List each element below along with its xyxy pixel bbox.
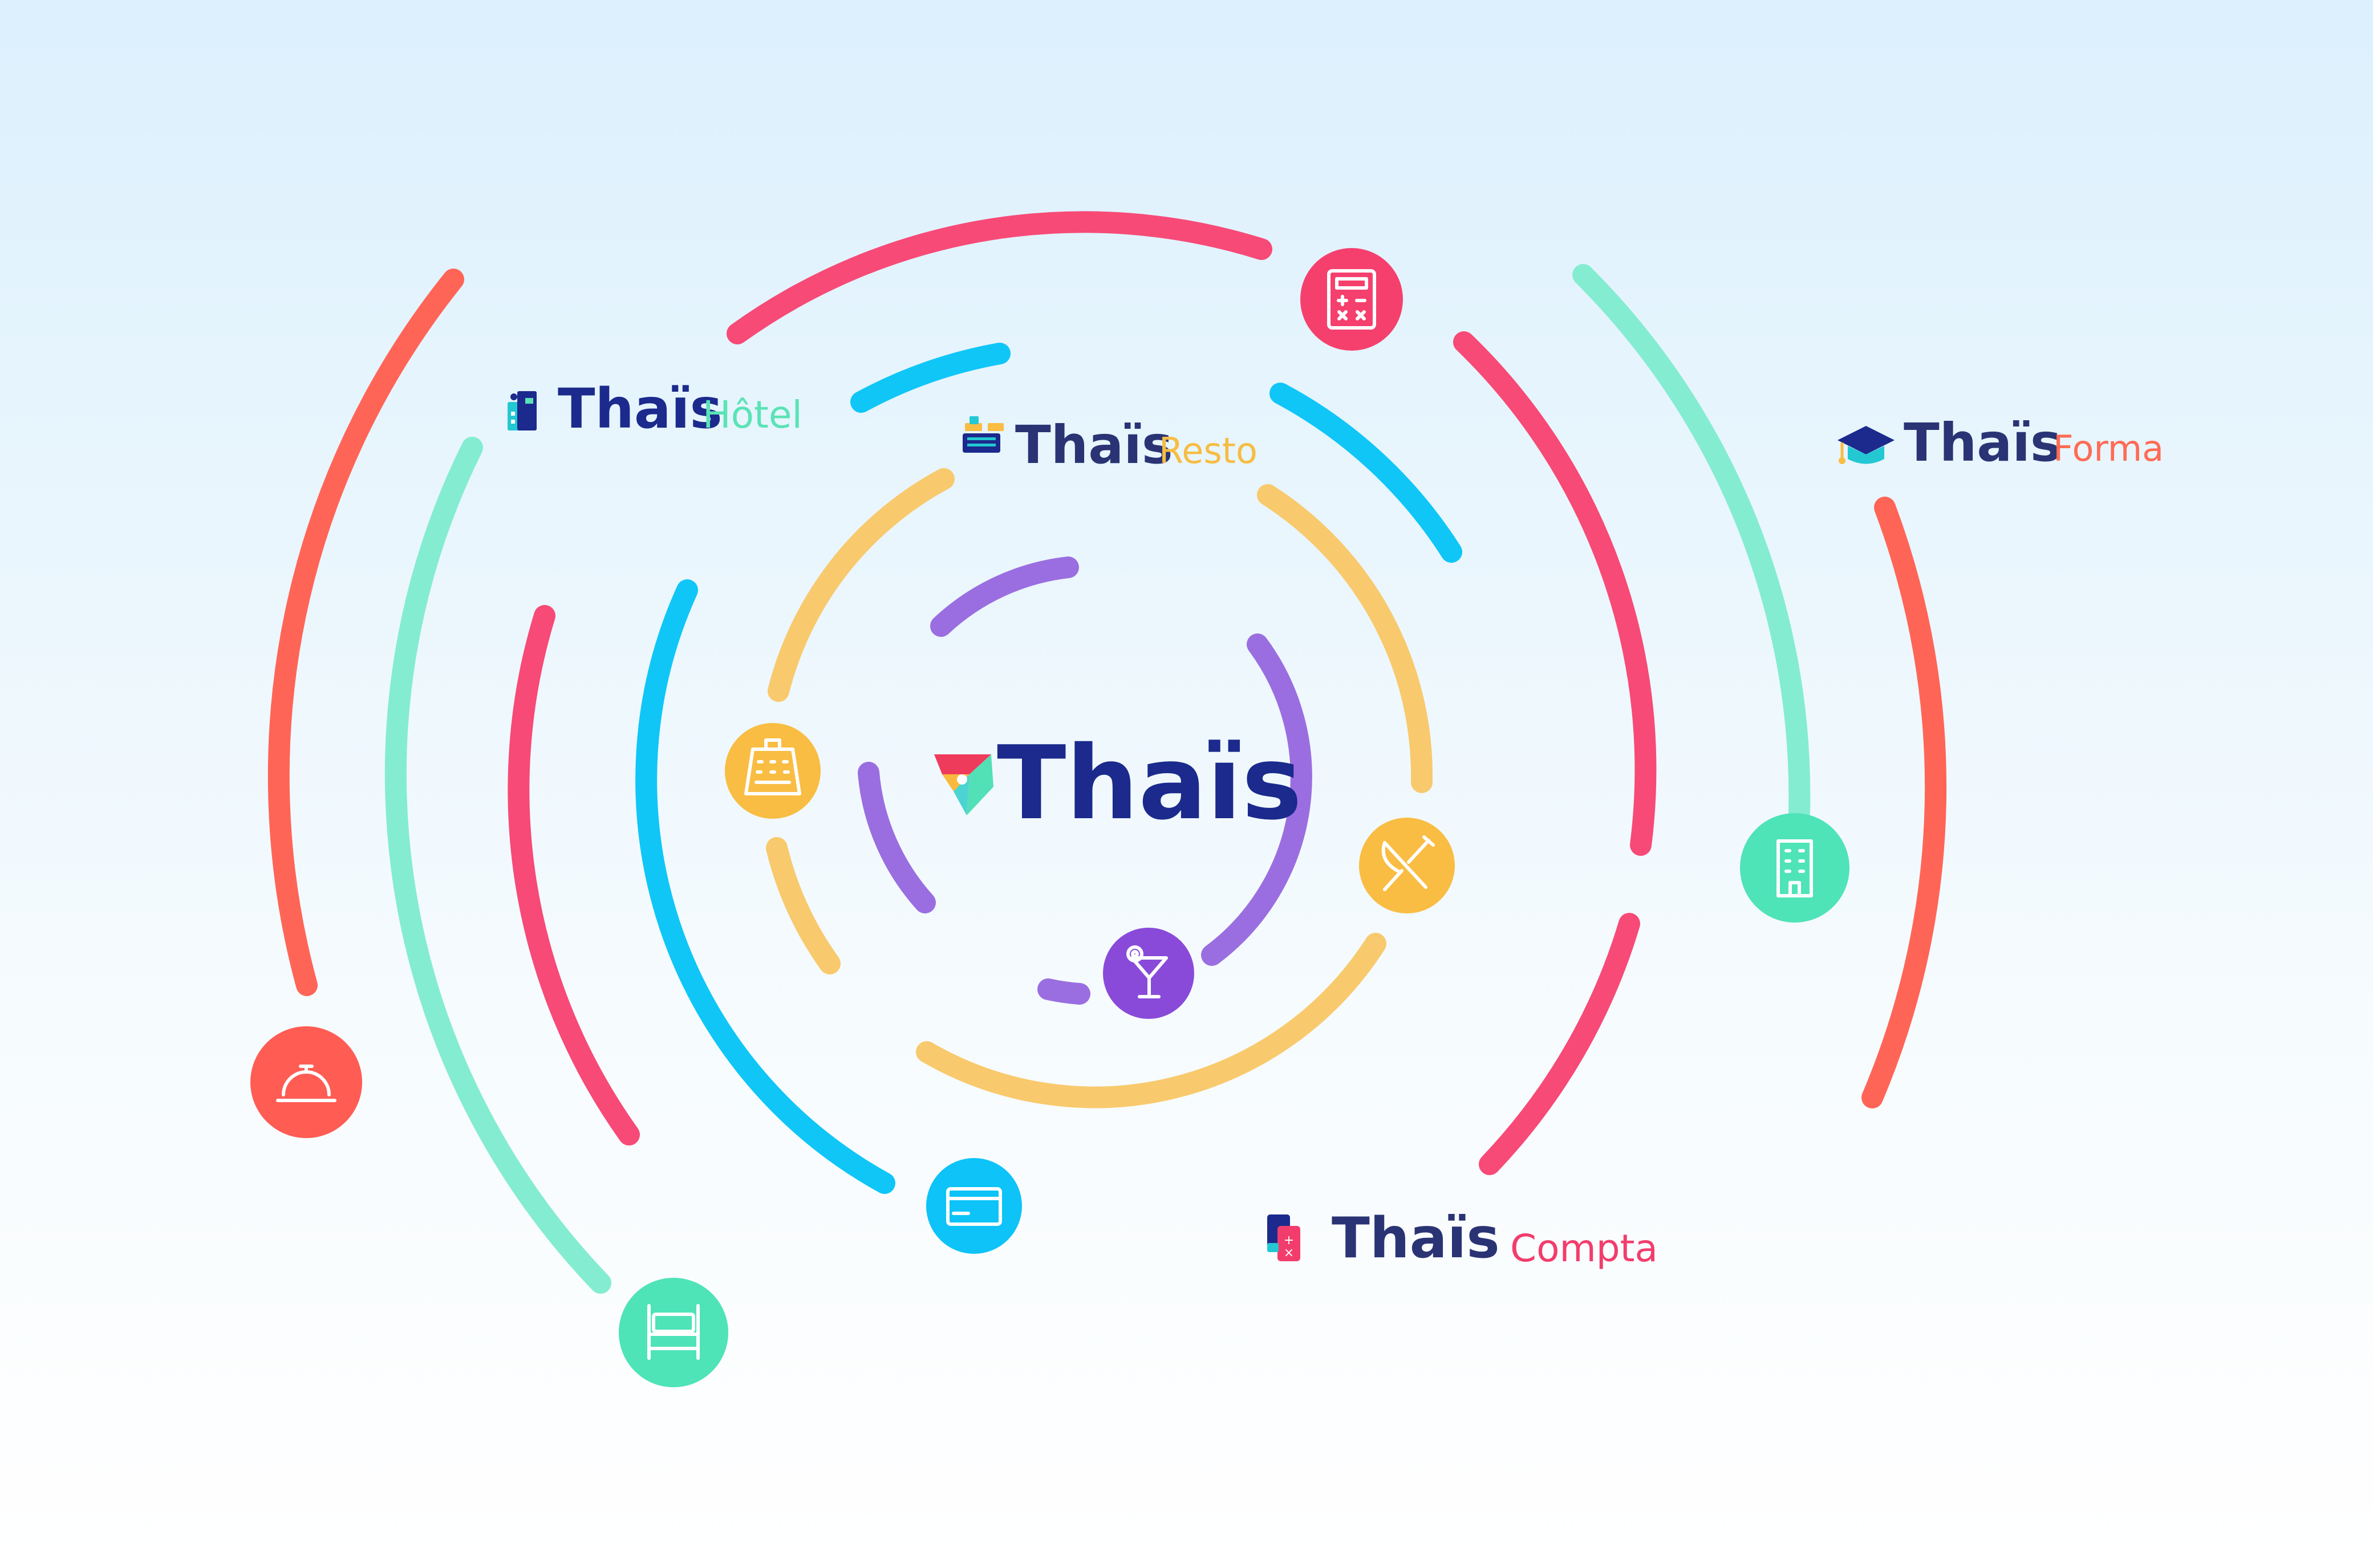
orbit-arc <box>768 468 955 702</box>
orbit-arc <box>727 211 1272 344</box>
reception-bell-icon <box>250 1026 362 1138</box>
compta-brand-text: Thaïs <box>1332 1206 1500 1271</box>
resto-product-text: Resto <box>1159 430 1258 472</box>
thais-compta-logo: + × Thaïs Compta <box>1267 1206 1658 1271</box>
orbit-rings <box>267 211 1947 1294</box>
orbit-arc <box>635 579 895 1194</box>
cutlery-icon <box>1359 818 1455 913</box>
svg-text:+: + <box>1284 1233 1294 1248</box>
orbit-arc <box>1201 633 1312 966</box>
orbit-arc <box>384 437 611 1294</box>
hotel-brand-text: Thaïs <box>558 377 723 441</box>
cash-register-icon <box>725 723 821 819</box>
orbit-arc <box>1269 383 1462 563</box>
thais-forma-logo: Thaïs Forma <box>1837 412 2164 473</box>
orbit-arc <box>1572 264 1811 823</box>
calculator-icon <box>1300 248 1403 351</box>
thais-resto-logo: Thaïs Resto <box>963 415 1258 476</box>
main-wordmark: Thaïs <box>997 724 1302 842</box>
orbit-arc <box>766 837 841 974</box>
orbit-arc <box>508 605 640 1145</box>
orbit-arc <box>1861 497 1947 1108</box>
resto-register-icon <box>963 416 1004 453</box>
hotel-product-text: Hôtel <box>703 393 802 437</box>
building-icon <box>1740 813 1849 923</box>
compta-calculator-icon: + × <box>1267 1214 1300 1261</box>
orbit-arc <box>930 556 1079 637</box>
forma-brand-text: Thaïs <box>1904 412 2062 473</box>
thais-hotel-logo: Thaïs Hôtel <box>508 377 802 441</box>
orbit-arc <box>1479 913 1640 1175</box>
compta-product-text: Compta <box>1510 1226 1658 1270</box>
thais-main-logo: Thaïs <box>934 724 1302 842</box>
orbit-arc <box>1453 331 1657 856</box>
orbit-arc <box>916 933 1386 1108</box>
orbit-arc <box>850 343 1011 413</box>
resto-brand-text: Thaïs <box>1015 415 1173 476</box>
thais-logo-mark <box>934 754 993 815</box>
cocktail-icon <box>1103 928 1194 1019</box>
orbit-arc <box>267 269 464 996</box>
hotel-building-icon <box>508 391 537 430</box>
orbit-arc <box>858 762 936 913</box>
bed-icon <box>619 1278 728 1387</box>
svg-text:×: × <box>1284 1246 1294 1260</box>
orbit-arc <box>1037 978 1090 1005</box>
forma-product-text: Forma <box>2053 428 2164 469</box>
orbit-arc <box>1257 484 1433 793</box>
credit-card-icon <box>926 1158 1022 1254</box>
graduation-cap-icon <box>1837 426 1895 464</box>
